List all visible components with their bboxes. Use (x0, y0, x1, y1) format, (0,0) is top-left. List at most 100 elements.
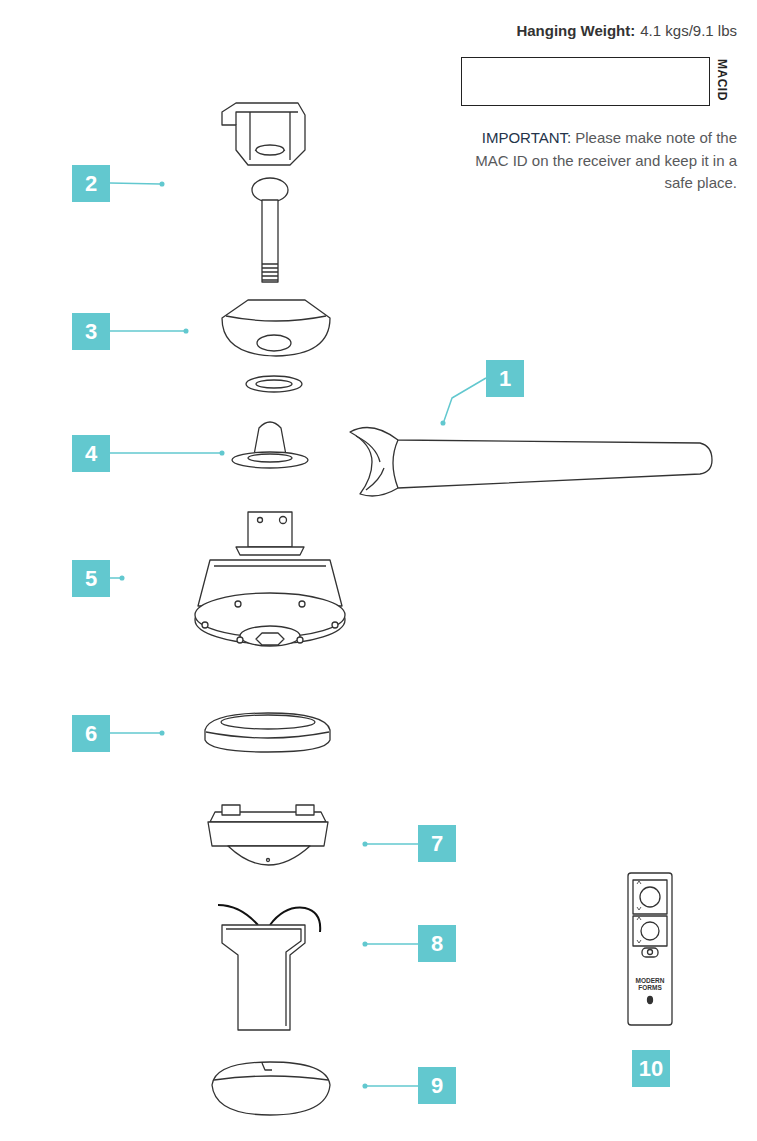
remote-control-part (637, 881, 641, 943)
callout-number-box: 4 (72, 435, 110, 472)
motor-part (297, 637, 303, 643)
callout-number: 1 (499, 367, 511, 391)
callout-number: 10 (639, 1057, 663, 1081)
motor-part (248, 512, 292, 547)
motor-part (280, 517, 287, 524)
canopy (222, 300, 330, 392)
field-label: MACID (714, 59, 729, 101)
note-heading: IMPORTANT: (482, 129, 571, 146)
mounting-bracket-part (222, 103, 305, 165)
leader-line (110, 732, 160, 734)
receiver (218, 905, 320, 1030)
coupling-cover (232, 422, 308, 468)
leader-dot (363, 842, 367, 846)
fan-blade-part (356, 436, 384, 490)
leader-dot (363, 942, 367, 946)
callout-number: 5 (85, 567, 97, 591)
canopy-part (257, 335, 291, 351)
mac-id-box (461, 57, 710, 106)
callout-number-box: 2 (72, 165, 110, 202)
motor-part (240, 626, 300, 646)
canopy-part (226, 316, 326, 321)
leader-line (110, 577, 120, 579)
callout-number-box: 6 (72, 715, 110, 752)
downrod-part (262, 264, 278, 280)
downrod-part (252, 178, 288, 202)
coupling-cover-part (254, 422, 286, 455)
leader-dot (160, 731, 164, 735)
fan-blade-part (393, 440, 398, 488)
weight-label: Hanging Weight: (516, 22, 635, 39)
fan-blade-part (350, 428, 712, 497)
motor-part (299, 601, 305, 607)
mac-id-field: MACID (461, 57, 731, 106)
receiver-part (226, 929, 301, 1026)
leader-line (110, 452, 220, 454)
trim-ring-part (221, 715, 315, 729)
light-housing-part (222, 805, 240, 815)
weight-value: 4.1 kgs/9.1 lbs (640, 22, 737, 39)
motor-part (256, 633, 284, 645)
callout-number-box: 9 (418, 1067, 456, 1104)
motor-part (237, 637, 243, 643)
remote-control-part (628, 873, 672, 1025)
canopy-part (246, 376, 302, 392)
trim-ring (205, 713, 330, 752)
trim-ring-part (206, 732, 329, 738)
callout-number-box: 5 (72, 560, 110, 597)
leader-lines (110, 182, 486, 1088)
remote-control-part (641, 922, 659, 940)
callout-number: 9 (431, 1074, 443, 1098)
remote-control-part (642, 948, 658, 957)
leader-line (444, 378, 486, 421)
mounting-bracket-part (256, 145, 284, 155)
trim-ring-part (205, 713, 330, 752)
leader-line (110, 183, 160, 184)
callout-number: 6 (85, 722, 97, 746)
callout-number: 2 (85, 172, 97, 196)
motor-part (202, 622, 208, 628)
leader-line (367, 1085, 418, 1087)
leader-dot (363, 1084, 367, 1088)
coupling-cover-part (232, 452, 308, 468)
callout-number-box: 7 (418, 825, 456, 862)
leader-line (367, 943, 418, 945)
leader-dot (120, 576, 124, 580)
motor (195, 512, 345, 646)
leader-line (110, 330, 184, 332)
fan-blade (350, 428, 712, 497)
callout-number: 3 (85, 320, 97, 344)
mounting-bracket (222, 103, 305, 165)
canopy-part (256, 380, 292, 388)
downrod-part (262, 200, 278, 282)
motor-part (214, 565, 326, 566)
leader-dot (441, 421, 445, 425)
light-housing-part (267, 859, 270, 862)
motor-part (332, 622, 338, 628)
callout-number-box: 8 (418, 925, 456, 962)
receiver-part (222, 925, 305, 1030)
leader-dot (220, 451, 224, 455)
callout-number-box: 1 (486, 360, 524, 397)
glass-dome-part (262, 1063, 272, 1070)
callout-number: 4 (85, 442, 97, 466)
glass-dome-part (214, 1076, 328, 1080)
light-housing (208, 805, 328, 865)
callout-number: 8 (431, 932, 443, 956)
leader-dot (184, 329, 188, 333)
leader-dot (160, 182, 164, 186)
canopy-part (222, 300, 330, 356)
remote-control-part (640, 887, 660, 907)
callout-number: 7 (431, 832, 443, 856)
callout-number-box: 3 (72, 313, 110, 350)
important-note: IMPORTANT:Please make note of the MAC ID… (452, 127, 737, 195)
weight-note: Hanging Weight: 4.1 kgs/9.1 lbs (516, 22, 737, 39)
coupling-cover-part (248, 454, 292, 462)
brand-logo: MODERN FORMS (636, 977, 665, 991)
glass-dome (212, 1062, 330, 1115)
callout-number-box: 10 (632, 1050, 670, 1087)
mounting-bracket-part (236, 112, 298, 160)
glass-dome-part (212, 1062, 330, 1115)
remote-control-part (648, 950, 653, 955)
